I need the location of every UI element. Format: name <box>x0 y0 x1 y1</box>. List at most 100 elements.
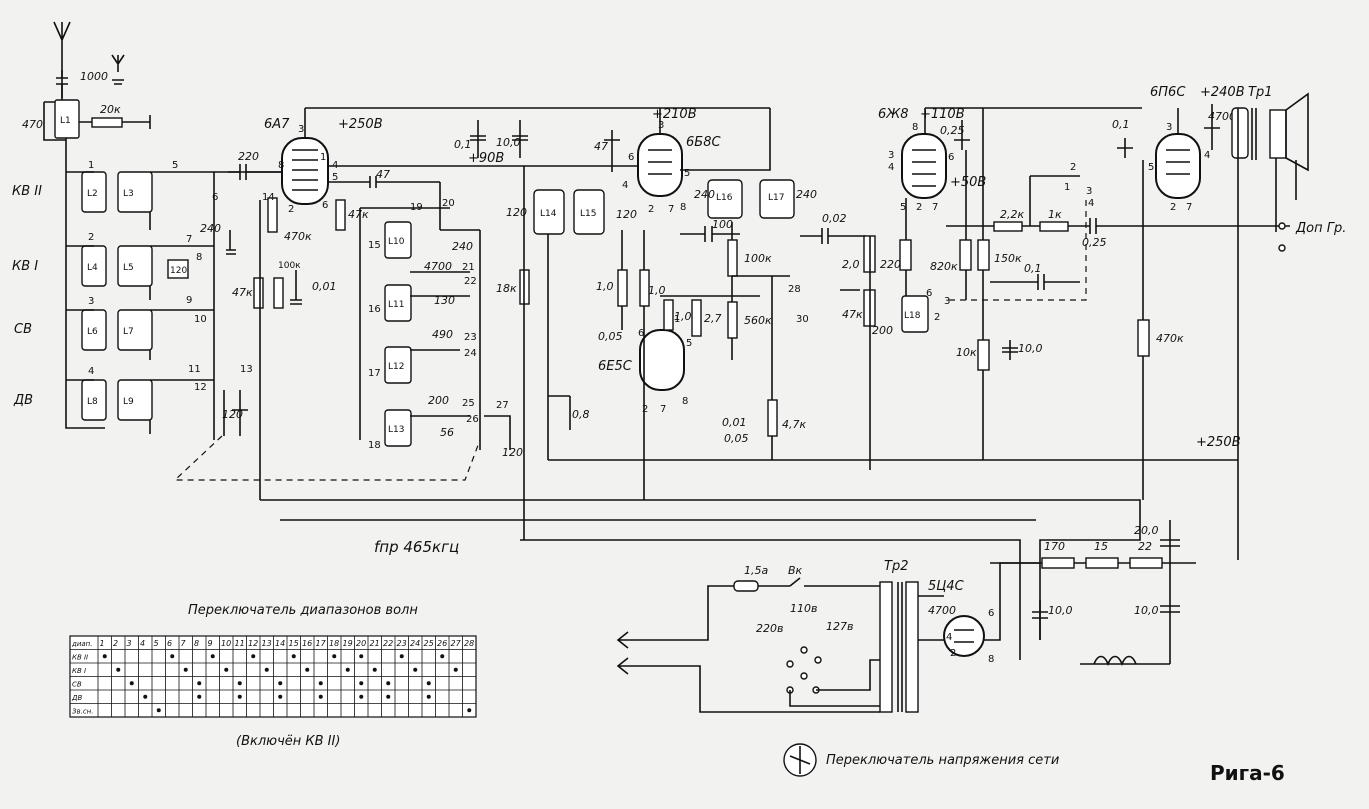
svg-text:127в: 127в <box>826 620 853 633</box>
tube-label-6e5c: 6Е5С <box>598 359 633 374</box>
svg-text:120: 120 <box>502 446 523 459</box>
svg-text:0,25: 0,25 <box>940 124 965 137</box>
table-mark <box>345 667 350 672</box>
extra-speaker-label: Доп Гр. <box>1295 221 1346 236</box>
svg-text:L9: L9 <box>123 397 134 407</box>
svg-text:L12: L12 <box>388 362 404 372</box>
table-header-cell: 23 <box>397 639 407 648</box>
table-mark <box>291 654 296 659</box>
svg-text:3: 3 <box>944 296 950 307</box>
table-header-cell: 16 <box>302 639 312 648</box>
switch-table-title: Переключатель диапазонов волн <box>188 603 418 618</box>
table-header-cell: 24 <box>410 639 420 648</box>
svg-text:240: 240 <box>694 188 715 201</box>
svg-text:10к: 10к <box>956 346 977 359</box>
svg-text:17: 17 <box>368 368 381 379</box>
svg-text:8: 8 <box>196 252 202 263</box>
svg-text:0,05: 0,05 <box>724 432 749 445</box>
band-label-dv: ДВ <box>13 393 33 408</box>
svg-text:2: 2 <box>1170 202 1176 213</box>
svg-text:470к: 470к <box>1156 332 1184 345</box>
svg-text:2,0: 2,0 <box>842 258 860 271</box>
svg-text:L16: L16 <box>716 193 733 203</box>
svg-text:470к: 470к <box>284 230 312 243</box>
svg-text:22: 22 <box>1138 540 1152 553</box>
svg-text:4700: 4700 <box>928 604 956 617</box>
svg-text:7: 7 <box>1186 202 1192 213</box>
speaker-icon <box>1285 92 1309 172</box>
band-label-kv2: КВ II <box>12 184 42 199</box>
svg-text:5: 5 <box>684 168 690 179</box>
voltage-label-110: +110В <box>920 107 965 122</box>
table-header-cell: 8 <box>194 639 199 648</box>
table-header-cell: 6 <box>167 639 172 648</box>
svg-text:0,25: 0,25 <box>1082 236 1107 249</box>
svg-text:4: 4 <box>946 632 952 643</box>
svg-text:240: 240 <box>452 240 473 253</box>
svg-text:120: 120 <box>222 408 243 421</box>
svg-text:4: 4 <box>622 180 628 191</box>
svg-text:16: 16 <box>368 304 381 315</box>
svg-text:200: 200 <box>872 324 893 337</box>
svg-text:4: 4 <box>888 162 894 173</box>
svg-text:1: 1 <box>674 314 680 325</box>
svg-text:6: 6 <box>638 328 644 339</box>
svg-text:4: 4 <box>88 366 94 377</box>
svg-text:2: 2 <box>88 232 94 243</box>
svg-text:3: 3 <box>658 120 664 131</box>
voltage-label-250-mixer: +250В <box>338 117 383 132</box>
svg-text:2,7: 2,7 <box>704 312 722 325</box>
svg-text:130: 130 <box>434 294 455 307</box>
switch-table-caption: (Включён КВ II) <box>236 734 340 749</box>
svg-text:21: 21 <box>462 262 475 273</box>
table-header-cell: 1 <box>100 639 105 648</box>
svg-text:26: 26 <box>466 414 479 425</box>
svg-text:25: 25 <box>462 398 475 409</box>
tube-6A7 <box>281 137 329 205</box>
svg-text:1,0: 1,0 <box>648 284 666 297</box>
output-transformer <box>1231 107 1249 159</box>
table-mark <box>467 708 472 713</box>
svg-text:12: 12 <box>194 382 207 393</box>
svg-text:4: 4 <box>1204 150 1210 161</box>
antenna-section: 1000 470 20к L1 КВ II КВ I СВ ДВ <box>12 21 151 429</box>
voltage-label-250-bus: +250В <box>1196 435 1241 450</box>
table-mark <box>453 667 458 672</box>
svg-text:30: 30 <box>796 314 809 325</box>
svg-text:150к: 150к <box>994 252 1022 265</box>
table-mark <box>264 667 269 672</box>
svg-text:8: 8 <box>988 654 994 665</box>
svg-text:220в: 220в <box>756 622 783 635</box>
svg-text:0,02: 0,02 <box>822 212 847 225</box>
svg-text:L14: L14 <box>540 209 557 219</box>
svg-text:4: 4 <box>1088 198 1094 209</box>
table-mark <box>440 654 445 659</box>
voltage-label-50: +50В <box>950 175 986 190</box>
tube-6J8 <box>901 133 947 199</box>
table-mark <box>251 654 256 659</box>
svg-text:1: 1 <box>320 152 326 163</box>
svg-text:8: 8 <box>682 396 688 407</box>
svg-text:120: 120 <box>506 206 527 219</box>
table-header-cell: 11 <box>235 639 245 648</box>
table-header-cell: 2 <box>113 639 118 648</box>
svg-text:L17: L17 <box>768 193 784 203</box>
table-header-cell: 13 <box>262 639 272 648</box>
table-header-cell: диап. <box>71 640 92 648</box>
svg-text:47: 47 <box>594 140 608 153</box>
voltage-label-90: +90В <box>468 151 504 166</box>
table-header-cell: 26 <box>437 639 447 648</box>
svg-text:100к: 100к <box>744 252 772 265</box>
if-frequency-label: fпр 465кгц <box>374 538 459 556</box>
table-header-cell: 18 <box>329 639 339 648</box>
svg-text:240: 240 <box>200 222 221 235</box>
svg-text:15: 15 <box>368 240 381 251</box>
table-header-cell: 15 <box>289 639 299 648</box>
svg-text:22: 22 <box>464 276 477 287</box>
table-mark <box>237 681 242 686</box>
svg-text:2: 2 <box>648 204 654 215</box>
coil-L1 <box>54 99 80 139</box>
